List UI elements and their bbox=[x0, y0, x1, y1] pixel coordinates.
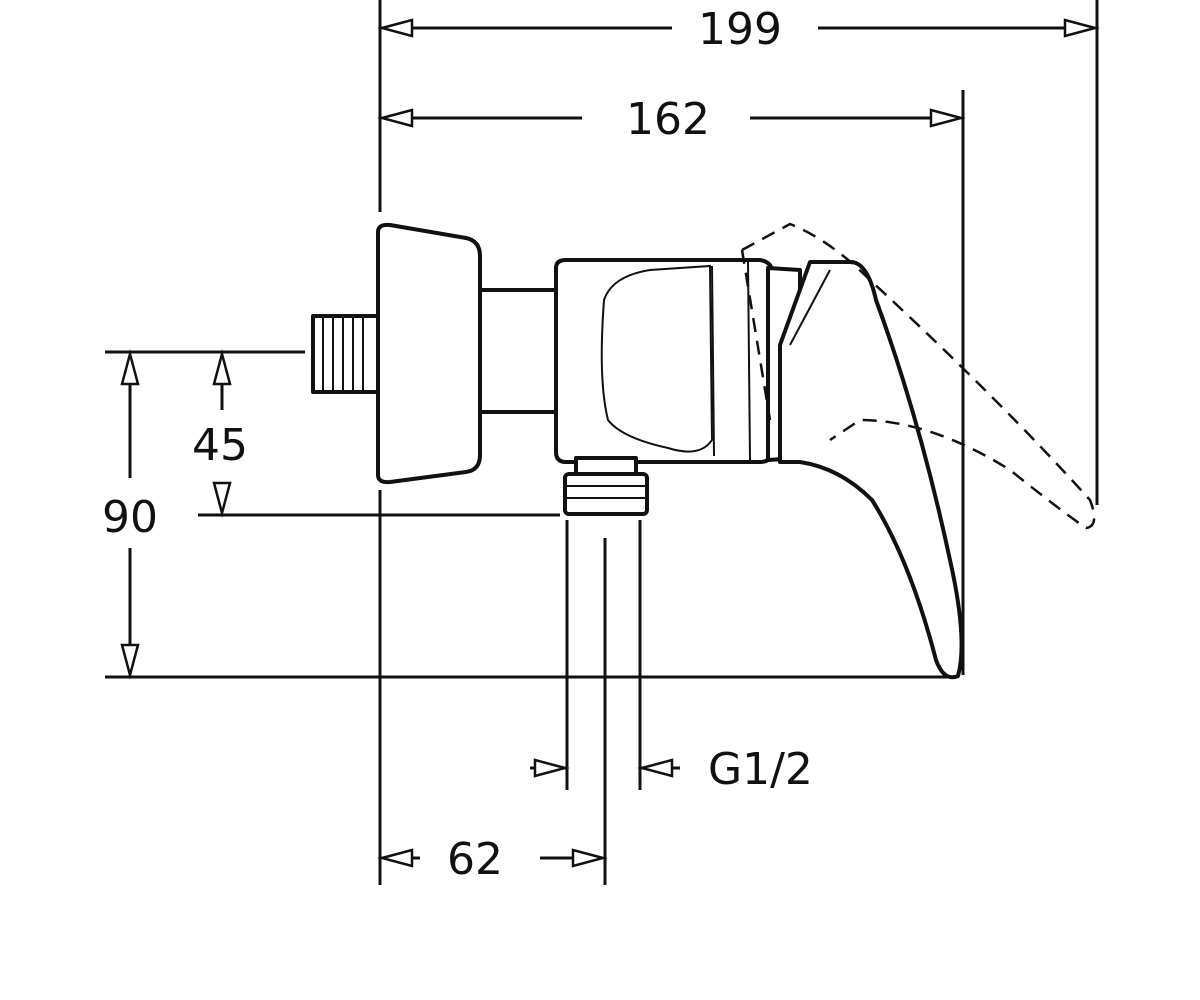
dimension-total-height: 90 bbox=[102, 349, 158, 680]
dimension-inlet-height: 45 bbox=[192, 349, 248, 518]
arrowhead-icon bbox=[377, 108, 414, 128]
dimension-label-outlet-offset: 62 bbox=[447, 834, 503, 885]
dimension-outlet-offset: 62 bbox=[377, 834, 608, 885]
dimension-label-body-length: 162 bbox=[626, 94, 710, 145]
lever-alternate-position bbox=[741, 222, 1096, 530]
lever-handle[interactable] bbox=[778, 260, 964, 680]
arrowhead-icon bbox=[637, 758, 674, 778]
arrowhead-icon bbox=[1063, 18, 1100, 38]
arrowhead-icon bbox=[533, 758, 570, 778]
dimension-label-outlet-thread: G1/2 bbox=[708, 744, 813, 795]
arrowhead-icon bbox=[929, 108, 966, 128]
dimension-overall-length: 199 bbox=[377, 4, 1100, 55]
wall-rosette bbox=[376, 222, 482, 485]
inlet-thread bbox=[311, 314, 385, 394]
arrowhead-icon bbox=[212, 481, 232, 518]
arrowhead-icon bbox=[571, 848, 608, 868]
dimension-label-overall-length: 199 bbox=[698, 4, 782, 55]
dimension-body-length: 162 bbox=[377, 94, 966, 145]
arrowhead-icon bbox=[120, 349, 140, 386]
arrowhead-icon bbox=[377, 848, 414, 868]
connecting-pipe bbox=[478, 288, 558, 414]
arrowhead-icon bbox=[120, 643, 140, 680]
mixer-tap bbox=[311, 222, 1096, 680]
outlet-nut bbox=[563, 456, 649, 516]
extension-lines bbox=[105, 0, 1099, 885]
dimension-label-total-height: 90 bbox=[102, 492, 158, 543]
dimension-outlet-thread: G1/2 bbox=[530, 744, 813, 795]
dimension-label-inlet-height: 45 bbox=[192, 420, 248, 471]
arrowhead-icon bbox=[212, 349, 232, 386]
valve-body bbox=[554, 258, 774, 464]
arrowhead-icon bbox=[377, 18, 414, 38]
